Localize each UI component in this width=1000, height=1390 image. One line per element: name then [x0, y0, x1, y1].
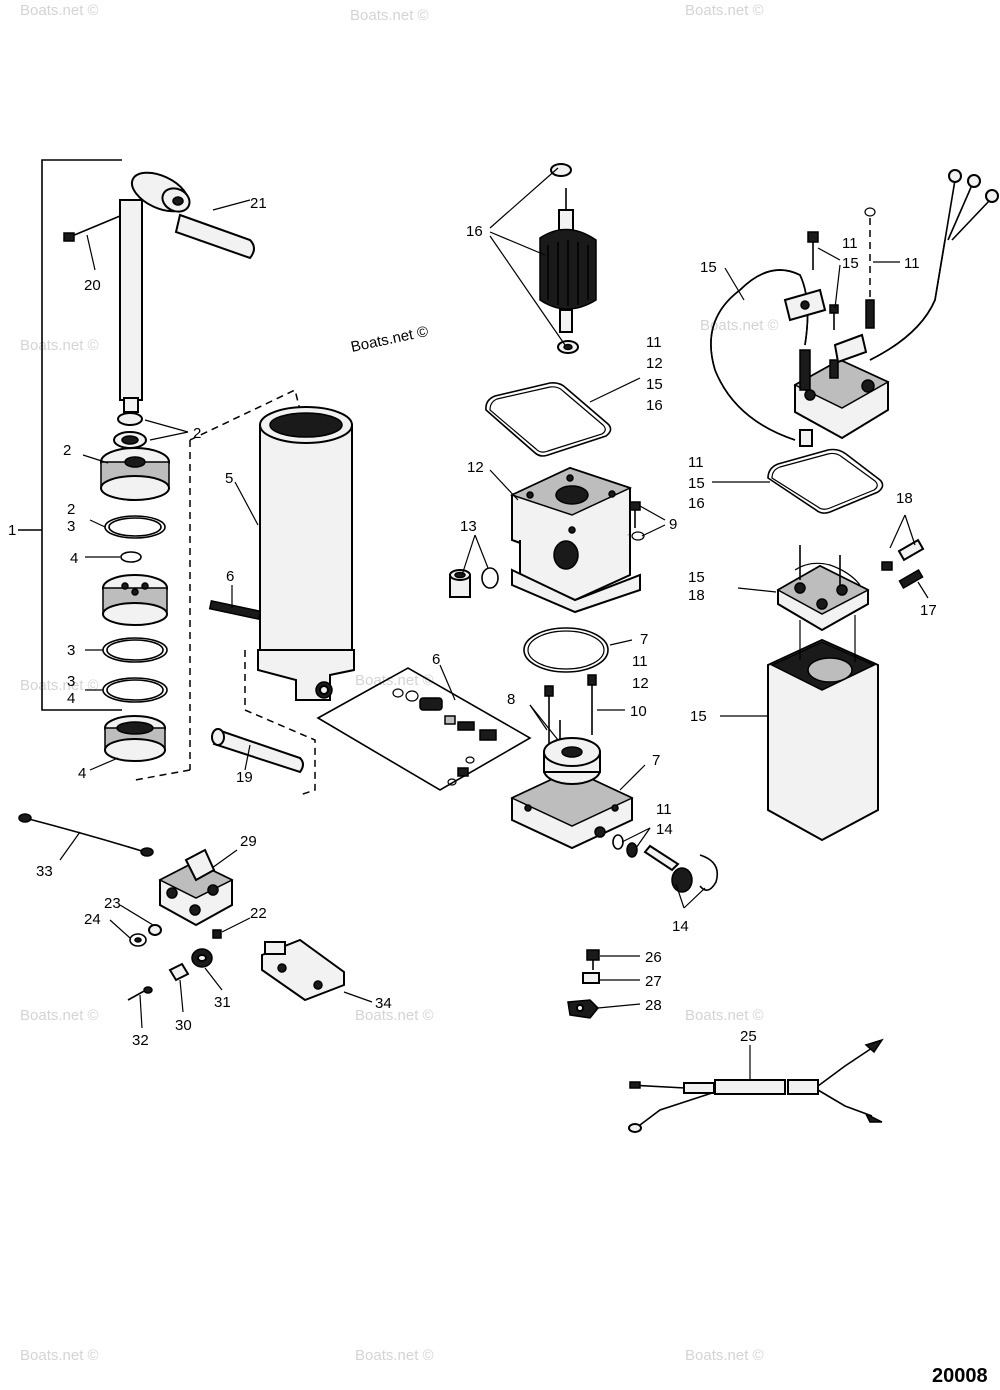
bolts: [544, 674, 597, 755]
callout-10: 10: [630, 703, 647, 720]
leader-lines: [59, 167, 929, 1080]
stud-and-pin: [208, 600, 304, 774]
gasket-lower: [767, 448, 884, 514]
valve-kit: [316, 667, 532, 791]
piston-seals: [100, 412, 170, 762]
brush-plate: [776, 538, 925, 632]
watermark: Boats.net ©: [20, 1007, 99, 1024]
motor-frame: [767, 615, 879, 842]
watermark: Boats.net ©: [685, 1347, 764, 1364]
callout-25: 25: [740, 1028, 757, 1045]
gasket-upper: [485, 382, 612, 457]
callout-14: 14: [672, 918, 689, 935]
watermark: Boats.net ©: [20, 677, 99, 694]
callout-8: 8: [507, 691, 515, 708]
watermark: Boats.net ©: [20, 337, 99, 354]
callout-3: 3: [67, 642, 75, 659]
callout-15: 15: [842, 255, 859, 272]
watermark: Boats.net ©: [350, 7, 429, 24]
callout-34: 34: [375, 995, 392, 1012]
callout-15: 15: [690, 708, 707, 725]
callout-11: 11: [656, 801, 672, 818]
watermark: Boats.net ©: [20, 2, 99, 19]
trim-rod: [63, 171, 255, 413]
watermark: Boats.net ©: [685, 1007, 764, 1024]
watermark: Boats.net ©: [355, 1007, 434, 1024]
callout-17: 17: [920, 602, 937, 619]
o-ring-large-inner: [527, 630, 605, 670]
trim-switch: [18, 813, 234, 1001]
watermark: Boats.net ©: [700, 317, 779, 334]
callout-4: 4: [78, 765, 86, 782]
callouts: 1 2 2 2 3 3 3 4 4 4 5 6 6 7 7 8 9 10 11 …: [8, 195, 937, 1049]
callout-12: 12: [632, 675, 649, 692]
fill-plug: [612, 834, 719, 893]
mounting-bracket: [261, 938, 345, 1002]
callout-29: 29: [240, 833, 257, 850]
callout-24: 24: [84, 911, 101, 928]
pump-base: [510, 737, 634, 850]
callout-18: 18: [688, 587, 705, 604]
callout-28: 28: [645, 997, 662, 1014]
watermark: Boats.net ©: [355, 672, 434, 689]
callout-30: 30: [175, 1017, 192, 1034]
callout-11: 11: [842, 235, 858, 252]
callout-11: 11: [688, 454, 704, 471]
callout-33: 33: [36, 863, 53, 880]
trim-cylinder: [134, 388, 355, 796]
callout-14: 14: [656, 821, 673, 838]
callout-12: 12: [467, 459, 484, 476]
ground-hardware: [567, 949, 600, 1019]
callout-4: 4: [70, 550, 78, 567]
callout-27: 27: [645, 973, 662, 990]
callout-4: 4: [67, 690, 75, 707]
callout-31: 31: [214, 994, 231, 1011]
callout-15: 15: [688, 475, 705, 492]
callout-2: 2: [193, 425, 201, 442]
callout-9: 9: [669, 516, 677, 533]
screw-and-fitting: [449, 501, 645, 598]
callout-3: 3: [67, 518, 75, 535]
callout-22: 22: [250, 905, 267, 922]
callout-15: 15: [700, 259, 717, 276]
callout-19: 19: [236, 769, 253, 786]
wire-harness: [628, 1038, 884, 1133]
watermark-main: Boats.net ©: [349, 323, 429, 356]
callout-6: 6: [226, 568, 234, 585]
callout-11: 11: [646, 334, 662, 351]
callout-23: 23: [104, 895, 121, 912]
callout-15: 15: [688, 569, 705, 586]
callout-32: 32: [132, 1032, 149, 1049]
callout-1: 1: [8, 522, 16, 539]
callout-2: 2: [63, 442, 71, 459]
watermark: Boats.net ©: [685, 2, 764, 19]
callout-18: 18: [896, 490, 913, 507]
assembly-bracket: [18, 159, 122, 711]
callout-16: 16: [466, 223, 483, 240]
callout-7: 7: [640, 631, 648, 648]
callout-3: 3: [67, 673, 75, 690]
callout-11: 11: [904, 255, 920, 272]
callout-5: 5: [225, 470, 233, 487]
callout-20: 20: [84, 277, 101, 294]
figure-number: 20008: [932, 1365, 988, 1387]
callout-12: 12: [646, 355, 663, 372]
callout-16: 16: [688, 495, 705, 512]
watermark: Boats.net ©: [355, 1347, 434, 1364]
callout-16: 16: [646, 397, 663, 414]
callout-11: 11: [632, 653, 648, 670]
callout-26: 26: [645, 949, 662, 966]
armature: [539, 163, 597, 354]
callout-15: 15: [646, 376, 663, 393]
callout-13: 13: [460, 518, 477, 535]
callout-2: 2: [67, 501, 75, 518]
o-ring-large: [523, 627, 609, 673]
callout-21: 21: [250, 195, 267, 212]
watermark: Boats.net ©: [20, 1347, 99, 1364]
callout-6: 6: [432, 651, 440, 668]
pump-housing: [509, 466, 641, 614]
motor-end-cap: [710, 169, 999, 447]
callout-7: 7: [652, 752, 660, 769]
